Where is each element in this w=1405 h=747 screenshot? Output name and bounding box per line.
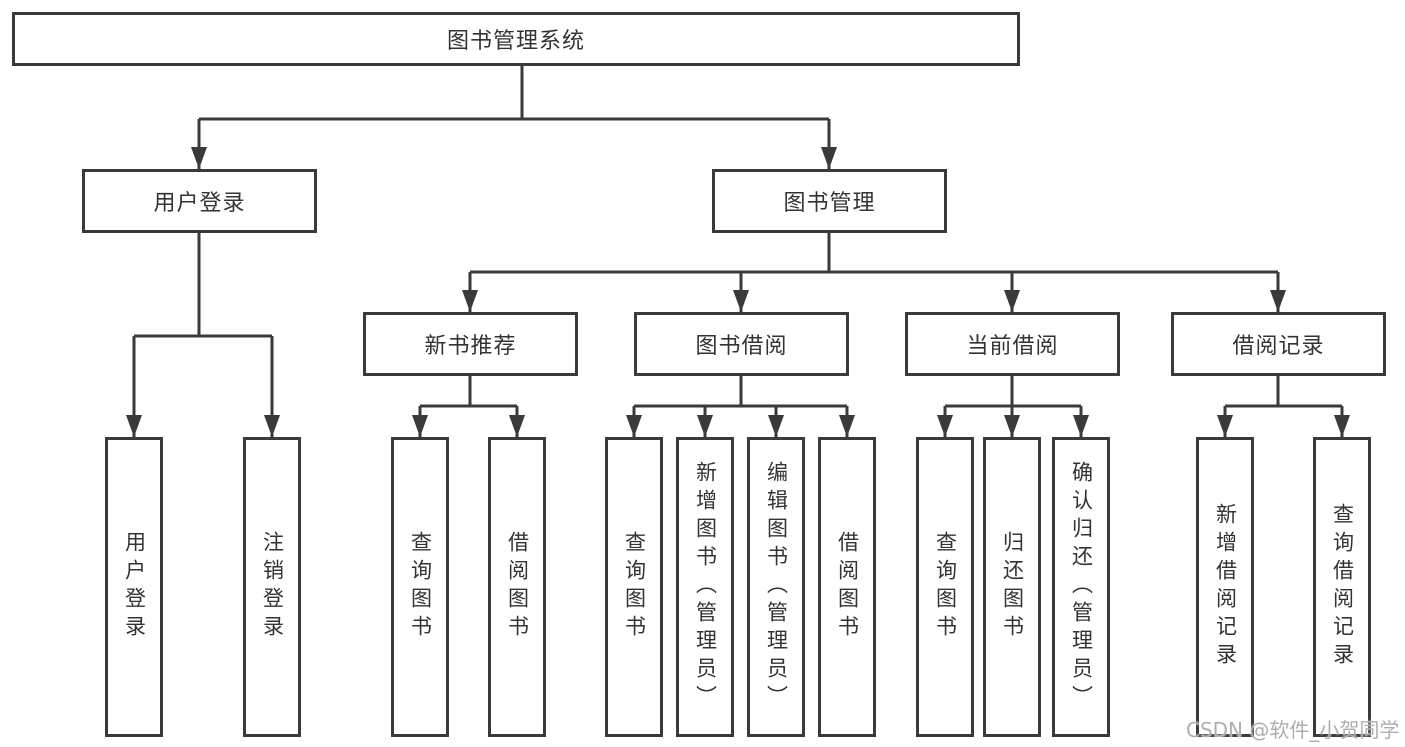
node-borrowing-records: 借阅记录 [1171, 312, 1386, 376]
leaf-user-login: 用户登录 [105, 437, 163, 737]
node-label: 图书管理系统 [446, 29, 585, 54]
node-label: 用户登录 [153, 191, 246, 216]
node-label: 图书管理 [783, 191, 876, 216]
node-label: 用户登录 [122, 531, 147, 643]
node-label: 查询图书 [933, 531, 958, 643]
leaf-query-books-3: 查询图书 [916, 437, 974, 737]
leaf-return-book: 归还图书 [983, 437, 1041, 737]
leaf-query-borrow-record: 查询借阅记录 [1313, 437, 1371, 737]
node-label: 当前借阅 [966, 334, 1059, 359]
node-library-management-system: 图书管理系统 [12, 12, 1020, 66]
node-label: 借阅图书 [505, 531, 530, 643]
node-label: 图书借阅 [695, 334, 788, 359]
leaf-logout: 注销登录 [243, 437, 301, 737]
node-label: 查询借阅记录 [1330, 503, 1355, 671]
leaf-query-books-2: 查询图书 [605, 437, 663, 737]
node-label: 编辑图书（管理员） [764, 461, 789, 713]
leaf-confirm-return-admin: 确认归还（管理员） [1052, 437, 1110, 737]
node-label: 借阅记录 [1232, 334, 1325, 359]
csdn-watermark: CSDN @软件_小贺同学 [1186, 718, 1400, 742]
node-label: 确认归还（管理员） [1069, 461, 1094, 713]
leaf-borrow-books-2: 借阅图书 [818, 437, 876, 737]
node-label: 查询图书 [622, 531, 647, 643]
node-label: 新增图书（管理员） [693, 461, 718, 713]
node-label: 借阅图书 [835, 531, 860, 643]
leaf-query-books-1: 查询图书 [391, 437, 449, 737]
node-user-login-branch: 用户登录 [82, 169, 317, 233]
leaf-add-borrow-record: 新增借阅记录 [1196, 437, 1254, 737]
node-label: 注销登录 [260, 531, 285, 643]
leaf-add-book-admin: 新增图书（管理员） [676, 437, 734, 737]
node-current-borrowing: 当前借阅 [905, 312, 1120, 376]
node-label: 归还图书 [1000, 531, 1025, 643]
node-new-book-recommendation: 新书推荐 [363, 312, 578, 376]
node-label: 新增借阅记录 [1213, 503, 1238, 671]
node-label: 新书推荐 [424, 334, 517, 359]
leaf-borrow-books-1: 借阅图书 [488, 437, 546, 737]
leaf-edit-book-admin: 编辑图书（管理员） [747, 437, 805, 737]
node-book-borrowing: 图书借阅 [634, 312, 849, 376]
node-book-management-branch: 图书管理 [712, 169, 947, 233]
node-label: 查询图书 [408, 531, 433, 643]
